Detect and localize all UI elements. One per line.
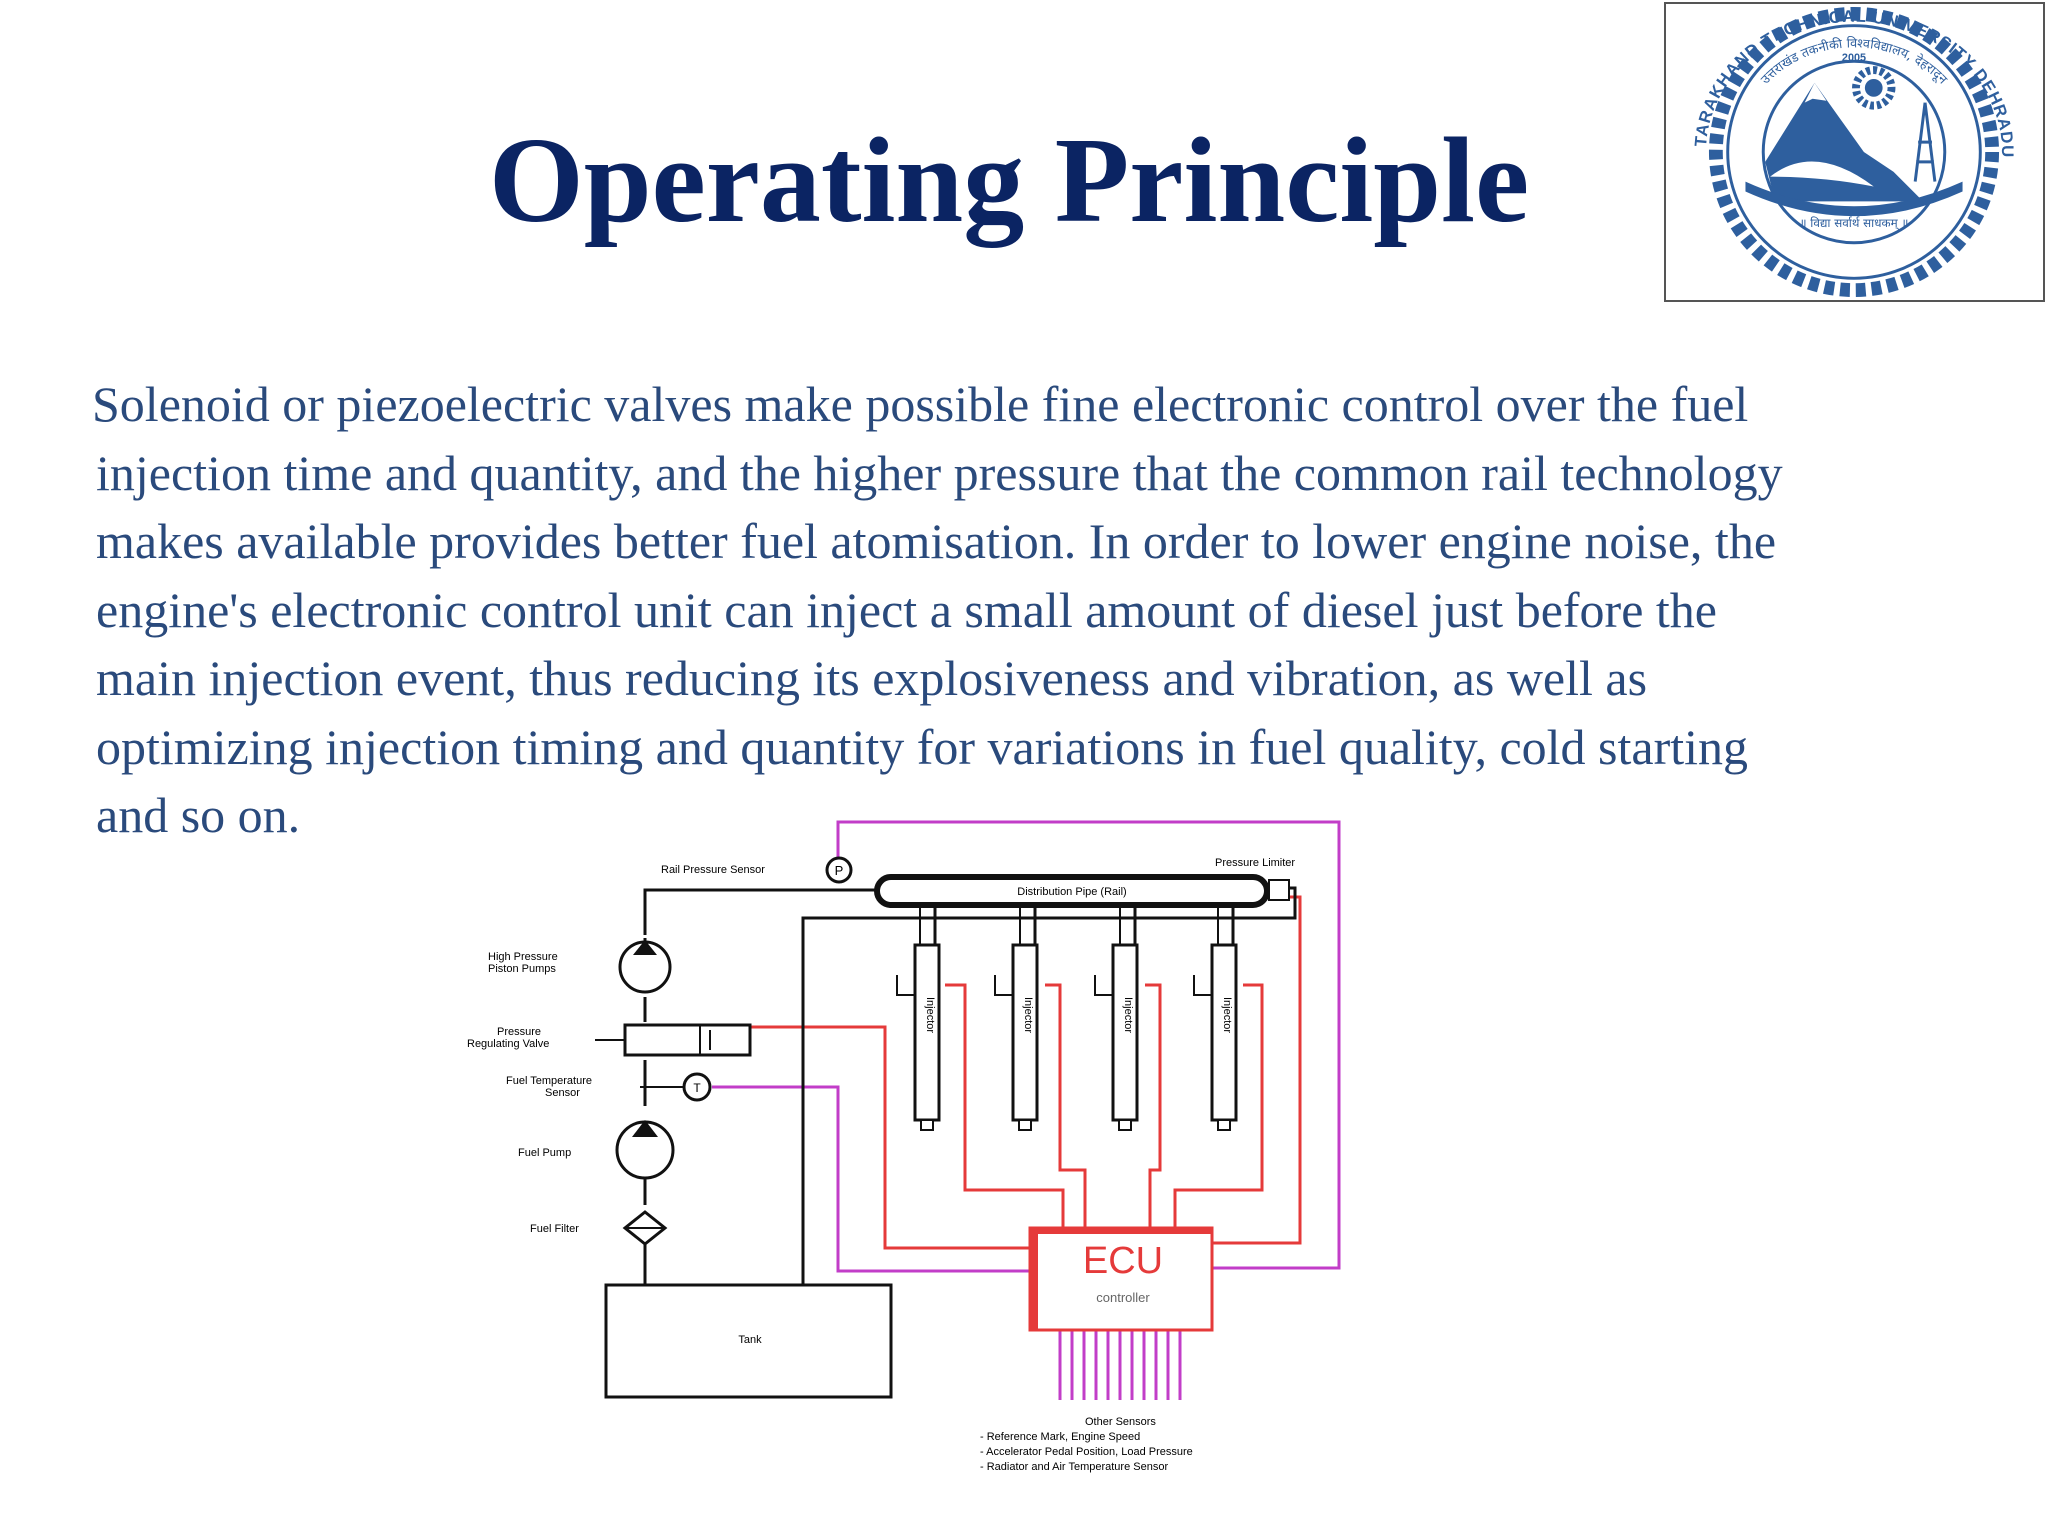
injector: Injector [1193, 943, 1238, 1131]
ecu-box [1028, 1226, 1214, 1332]
university-logo: UTTARAKHAND TECHNICAL UNIVERSITY DEHRADU… [1664, 2, 2045, 302]
fuel-tank [604, 1283, 893, 1399]
other-sensor-item: - Reference Mark, Engine Speed [980, 1431, 1140, 1443]
paragraph-line: Solenoid or piezoelectric valves make po… [92, 376, 1749, 432]
pressure-limiter [1268, 879, 1290, 901]
injector: Injector [994, 943, 1039, 1131]
logo-motto: ॥ विद्या सर्वार्थ साधकम् ॥ [1799, 216, 1908, 230]
fuel-pump-label: Fuel Pump [518, 1147, 571, 1159]
prv-label-2: Regulating Valve [467, 1038, 549, 1050]
injectors: Injector Injector Injector Injector [896, 943, 1238, 1131]
injector: Injector [1094, 943, 1139, 1131]
prv-label-1: Pressure [497, 1026, 541, 1038]
logo-emblem: UTTARAKHAND TECHNICAL UNIVERSITY DEHRADU… [1666, 4, 2016, 298]
fts-label-1: Fuel Temperature [506, 1075, 592, 1087]
rail-pressure-sensor-label: Rail Pressure Sensor [661, 864, 765, 876]
ecu-label: ECU [1083, 1240, 1163, 1282]
pressure-regulating-valve [623, 1023, 752, 1057]
fuel-temperature-sensor-symbol: T [693, 1081, 701, 1095]
logo-year: 2005 [1842, 52, 1866, 64]
other-sensor-item: - Accelerator Pedal Position, Load Press… [980, 1446, 1193, 1458]
other-sensor-item: - Radiator and Air Temperature Sensor [980, 1461, 1168, 1473]
hp-pump-label-1: High Pressure [488, 951, 558, 963]
tank-label: Tank [738, 1334, 762, 1346]
hp-pump-label-2: Piston Pumps [488, 963, 556, 975]
pressure-limiter-label: Pressure Limiter [1215, 857, 1295, 869]
paragraph-line: and so on. [96, 787, 301, 843]
injector-label: Injector [924, 997, 936, 1033]
distribution-rail-label: Distribution Pipe (Rail) [1017, 886, 1126, 898]
fts-label-2: Sensor [545, 1087, 580, 1099]
rail-pressure-sensor [825, 856, 853, 884]
injector-label: Injector [1221, 997, 1233, 1033]
distribution-rail [874, 874, 1270, 908]
injector-label: Injector [1022, 997, 1034, 1033]
paragraph-line: makes available provides better fuel ato… [96, 513, 1777, 569]
paragraph-line: optimizing injection timing and quantity… [96, 718, 1749, 775]
injector-label: Injector [1122, 997, 1134, 1033]
fuel-filter-label: Fuel Filter [530, 1223, 579, 1235]
other-sensors-title: Other Sensors [1085, 1416, 1156, 1428]
body-paragraph: Solenoid or piezoelectric valves make po… [92, 370, 2026, 850]
injector: Injector [896, 943, 941, 1131]
rail-pressure-sensor-symbol: P [835, 863, 844, 878]
slide-title: Operating Principle [488, 113, 1530, 248]
ecu-controller-label: controller [1096, 1290, 1150, 1305]
paragraph-line: engine's electronic control unit can inj… [96, 581, 1717, 638]
paragraph-line: injection time and quantity, and the hig… [96, 444, 1783, 501]
paragraph-line: main injection event, thus reducing its … [96, 650, 1648, 706]
